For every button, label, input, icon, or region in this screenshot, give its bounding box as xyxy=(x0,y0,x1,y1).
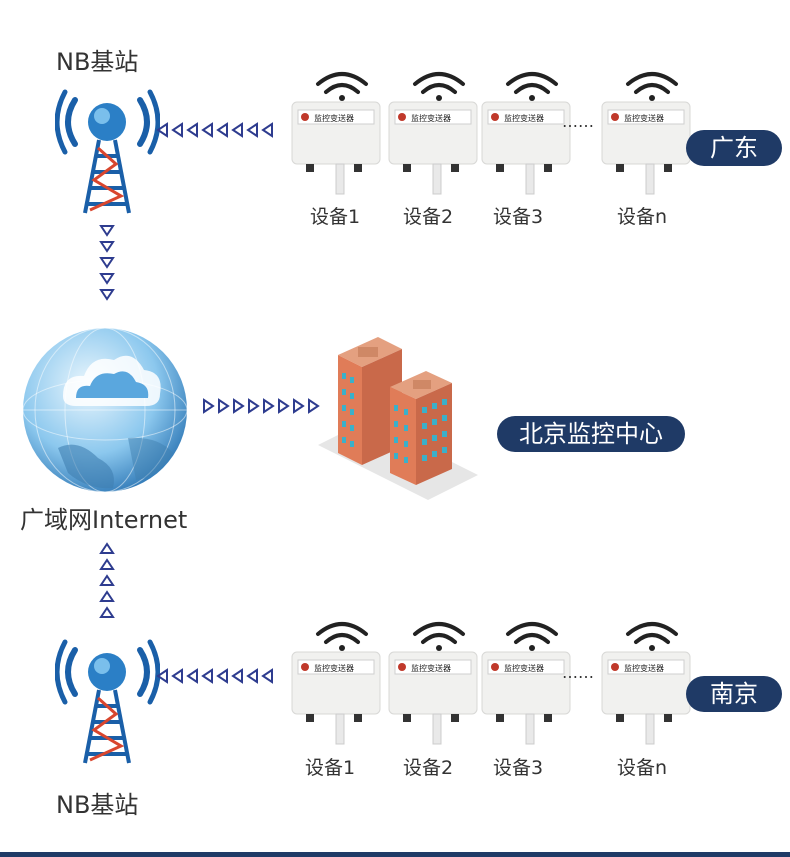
device-plate: 监控变送器 xyxy=(504,664,544,673)
device-bottom-2: 监控变送器 xyxy=(385,612,485,745)
device-ellipsis-top: …… xyxy=(562,112,594,131)
region-badge-bottom: 南京 xyxy=(686,676,782,712)
bottom-station-label: NB基站 xyxy=(56,791,139,819)
device-top-1: 监控变送器 xyxy=(288,62,388,195)
sensor-device-icon xyxy=(388,622,478,745)
sensor-device-icon xyxy=(481,72,571,195)
sensor-device-icon xyxy=(388,72,478,195)
device-plate: 监控变送器 xyxy=(314,664,354,673)
device-top-n-label: 设备n xyxy=(616,206,668,228)
device-bottom-n-label: 设备n xyxy=(616,757,668,779)
bottom-divider xyxy=(0,852,790,857)
sensor-device-icon xyxy=(481,622,571,745)
sensor-device-icon xyxy=(291,72,381,195)
internet-label: 广域网Internet xyxy=(20,506,188,534)
device-bottom-3: 监控变送器 xyxy=(478,612,578,745)
device-plate: 监控变送器 xyxy=(411,114,451,123)
device-plate: 监控变送器 xyxy=(411,664,451,673)
device-plate: 监控变送器 xyxy=(504,114,544,123)
globe-cloud-icon xyxy=(22,327,188,493)
device-bottom-1: 监控变送器 xyxy=(288,612,388,745)
device-plate: 监控变送器 xyxy=(624,114,664,123)
sensor-device-icon xyxy=(601,622,691,745)
device-plate: 监控变送器 xyxy=(624,664,664,673)
base-station-icon xyxy=(55,89,160,214)
arrows-internet-to-center xyxy=(203,398,320,414)
monitor-center-badge: 北京监控中心 xyxy=(497,416,685,452)
device-ellipsis-bottom: …… xyxy=(562,663,594,682)
region-badge-top: 广东 xyxy=(686,130,782,166)
sensor-device-icon xyxy=(601,72,691,195)
device-top-2-label: 设备2 xyxy=(402,206,454,228)
device-top-2: 监控变送器 xyxy=(385,62,485,195)
base-station-icon xyxy=(55,639,160,764)
device-top-3-label: 设备3 xyxy=(492,206,544,228)
device-top-1-label: 设备1 xyxy=(309,206,361,228)
sensor-device-icon xyxy=(291,622,381,745)
device-plate: 监控变送器 xyxy=(314,114,354,123)
buildings-icon xyxy=(318,337,478,500)
device-top-3: 监控变送器 xyxy=(478,62,578,195)
device-top-n: 监控变送器 xyxy=(598,62,698,195)
arrows-station-to-internet xyxy=(99,225,115,301)
device-bottom-n: 监控变送器 xyxy=(598,612,698,745)
arrows-station-to-internet-bottom xyxy=(99,542,115,618)
arrows-devices-to-station-bottom xyxy=(156,668,273,684)
device-bottom-2-label: 设备2 xyxy=(402,757,454,779)
top-station-label: NB基站 xyxy=(56,48,139,76)
device-bottom-3-label: 设备3 xyxy=(492,757,544,779)
arrows-devices-to-station-top xyxy=(156,122,273,138)
device-bottom-1-label: 设备1 xyxy=(304,757,356,779)
